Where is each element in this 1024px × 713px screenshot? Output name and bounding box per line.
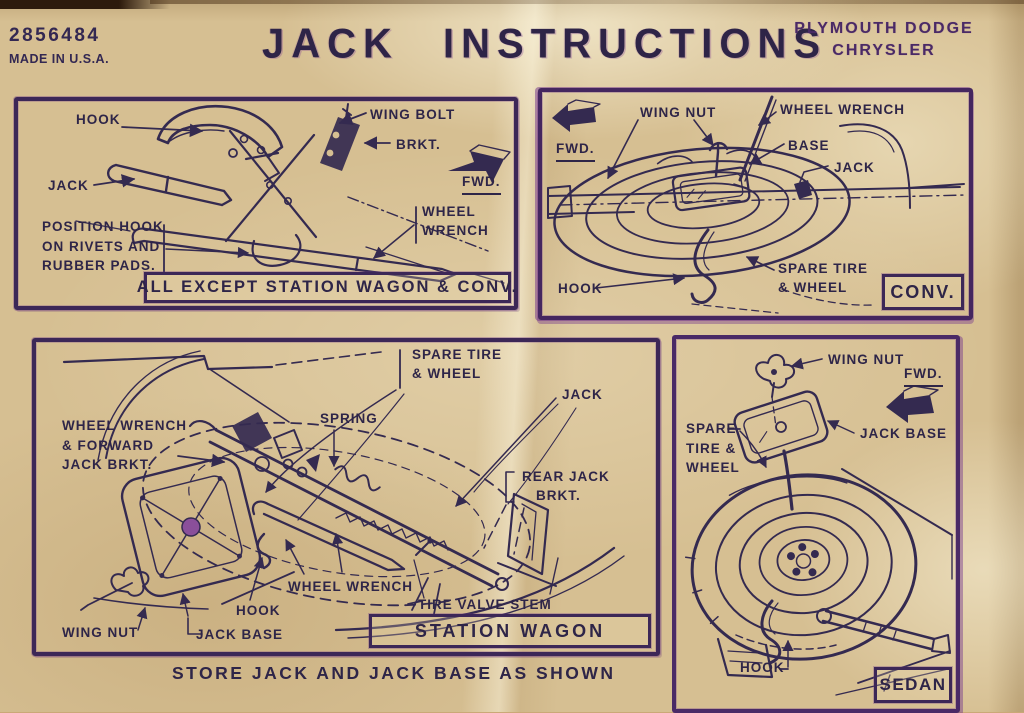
note-line-3: RUBBER PADS. (42, 258, 156, 274)
brand-line-2: CHRYSLER (832, 41, 936, 59)
label-spare-line-1: SPARE TIRE (412, 347, 503, 362)
label-jack: JACK (562, 386, 603, 405)
label-hook: HOOK (76, 111, 121, 130)
label-hook-text: HOOK (76, 112, 121, 127)
label-spare-line-1: SPARE (686, 421, 737, 436)
label-wing-bolt-text: WING BOLT (370, 107, 456, 122)
brand-line-1: PLYMOUTH DODGE (794, 20, 974, 37)
label-brkt: BRKT. (396, 136, 441, 155)
label-spare-line-2: TIRE & (686, 440, 737, 456)
label-brkt-text: BRKT. (396, 137, 441, 152)
label-spare-line-3: WHEEL (686, 460, 740, 476)
label-wheel-wrench: WHEEL WRENCH (422, 203, 489, 241)
label-jack-text: JACK (48, 178, 89, 193)
label-spare-line-2: & WHEEL (412, 365, 482, 381)
jack-storage-illustration-trunk (75, 103, 511, 284)
part-number: 2856484 (9, 25, 101, 46)
label-spring-text: SPRING (320, 411, 378, 426)
label-position-hook-note: POSITION HOOK ON RIVETS AND RUBBER PADS. (42, 217, 164, 276)
note-line-2: ON RIVETS AND (42, 238, 161, 254)
label-wheel-wrench-text: WHEEL WRENCH (288, 579, 413, 594)
label-fwd: FWD. (462, 173, 501, 195)
label-rear-jack-brkt: REAR JACK BRKT. (522, 468, 610, 506)
label-jack-text: JACK (834, 160, 875, 175)
caption-station-wagon-text: STATION WAGON (414, 620, 606, 641)
label-spare-tire-wheel: SPARE TIRE & WHEEL (778, 260, 868, 298)
label-wing-nut-text: WING NUT (62, 625, 139, 640)
jack-storage-illustration-wagon (62, 349, 625, 639)
label-jack-text: JACK (562, 387, 603, 402)
label-hook-text: HOOK (740, 660, 785, 675)
label-tire-valve-stem: TIRE VALVE STEM (418, 596, 552, 615)
label-spring: SPRING (320, 410, 378, 429)
label-wing-nut-text: WING NUT (828, 352, 905, 367)
photo-edge-top-line (150, 0, 1024, 4)
label-fwd: FWD. (904, 365, 943, 387)
label-rear-line-2: BRKT. (536, 487, 581, 503)
label-jack: JACK (834, 159, 875, 178)
label-wing-nut: WING NUT (640, 104, 716, 123)
photo-edge-dark-strip (0, 0, 170, 9)
label-spare-tire-wheel: SPARE TIRE & WHEEL (412, 346, 502, 384)
made-in-usa: MADE IN U.S.A. (9, 52, 110, 66)
label-hook: HOOK (740, 659, 785, 678)
footer-note: STORE JACK AND JACK BASE AS SHOWN (172, 663, 616, 683)
caption-sedan: SEDAN (874, 667, 952, 703)
label-wing-nut: WING NUT (828, 351, 904, 370)
label-jack-base-text: JACK BASE (860, 426, 948, 441)
panel-sedan: WING NUT FWD. SPARE TIRE & WHEEL JACK BA… (672, 335, 960, 713)
label-fwd-text: FWD. (462, 173, 501, 195)
label-jack: JACK (48, 177, 89, 196)
label-wheel-wrench-forward-brkt: WHEEL WRENCH & FORWARD JACK BRKT. (62, 416, 187, 475)
label-fwd-text: FWD. (904, 365, 943, 387)
label-spare-line-2: & WHEEL (778, 279, 848, 295)
panel-station-wagon: SPARE TIRE & WHEEL JACK WHEEL WRENCH & F… (32, 338, 660, 656)
label-wheel-wrench-text: WHEEL WRENCH (780, 102, 905, 117)
note-line-1: POSITION HOOK (42, 219, 164, 234)
label-hook: HOOK (558, 280, 603, 299)
label-wheel-wrench: WHEEL WRENCH (288, 578, 413, 597)
label-wing-nut-text: WING NUT (640, 105, 717, 120)
label-base-text: BASE (788, 138, 830, 153)
caption-all-except: ALL EXCEPT STATION WAGON & CONV. (137, 272, 516, 303)
page-title: JACK INSTRUCTIONS (262, 21, 828, 67)
panel-all-except: HOOK JACK POSITION HOOK ON RIVETS AND RU… (14, 97, 518, 310)
label-wing-nut: WING NUT (62, 624, 138, 643)
label-www-line-3: JACK BRKT. (62, 457, 153, 473)
label-hook: HOOK (236, 602, 281, 621)
label-wing-bolt: WING BOLT (370, 106, 455, 125)
label-fwd-text: FWD. (556, 140, 595, 162)
label-www-line-2: & FORWARD (62, 437, 154, 453)
label-jack-base: JACK BASE (196, 626, 283, 645)
label-spare-line-1: SPARE TIRE (778, 261, 869, 276)
label-hook-text: HOOK (236, 603, 281, 618)
caption-sedan-text: SEDAN (879, 675, 947, 694)
label-wheel-wrench-line-1: WHEEL (422, 204, 476, 219)
panel-conv: FWD. WING NUT WHEEL WRENCH BASE JACK HOO… (538, 88, 973, 320)
label-www-line-1: WHEEL WRENCH (62, 418, 187, 433)
label-tire-valve-stem-text: TIRE VALVE STEM (418, 597, 552, 612)
jack-storage-illustration-conv (547, 95, 967, 314)
jack-storage-illustration-sedan (684, 354, 953, 696)
label-jack-base: JACK BASE (860, 425, 947, 444)
label-spare-tire-wheel: SPARE TIRE & WHEEL (686, 419, 740, 478)
caption-conv-text: CONV. (890, 281, 956, 302)
label-base: BASE (788, 137, 830, 156)
label-fwd: FWD. (556, 140, 595, 162)
label-rear-line-1: REAR JACK (522, 469, 610, 484)
caption-all-except-text: ALL EXCEPT STATION WAGON & CONV. (136, 278, 519, 296)
brand-names: PLYMOUTH DODGE CHRYSLER (784, 18, 984, 61)
caption-station-wagon: STATION WAGON (369, 614, 651, 648)
label-wheel-wrench: WHEEL WRENCH (780, 101, 905, 120)
label-hook-text: HOOK (558, 281, 603, 296)
label-wheel-wrench-line-2: WRENCH (422, 222, 489, 238)
caption-conv: CONV. (882, 274, 964, 310)
label-jack-base-text: JACK BASE (196, 627, 284, 642)
